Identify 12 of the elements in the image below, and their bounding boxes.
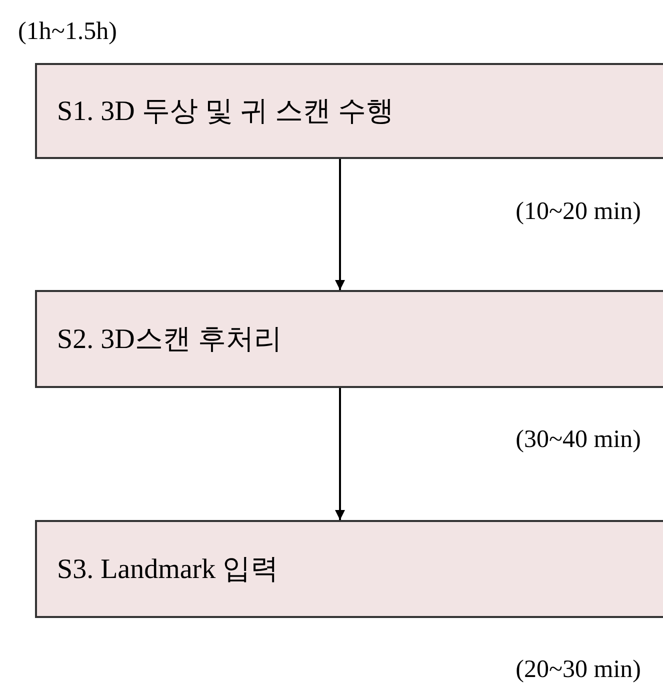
arrow [335, 388, 345, 520]
step-label: S1. 3D 두상 및 귀 스캔 수행 [57, 95, 394, 129]
process-box [35, 520, 663, 618]
process-box [35, 290, 663, 388]
process-box [35, 63, 663, 159]
step-label: S3. Landmark 입력 [57, 553, 279, 587]
duration-label: (1h~1.5h) [18, 18, 117, 46]
duration-label: (20~30 min) [516, 656, 641, 684]
step-label: S2. 3D스캔 후처리 [57, 323, 282, 357]
duration-label: (10~20 min) [516, 198, 641, 226]
arrow [335, 159, 345, 290]
duration-label: (30~40 min) [516, 426, 641, 454]
